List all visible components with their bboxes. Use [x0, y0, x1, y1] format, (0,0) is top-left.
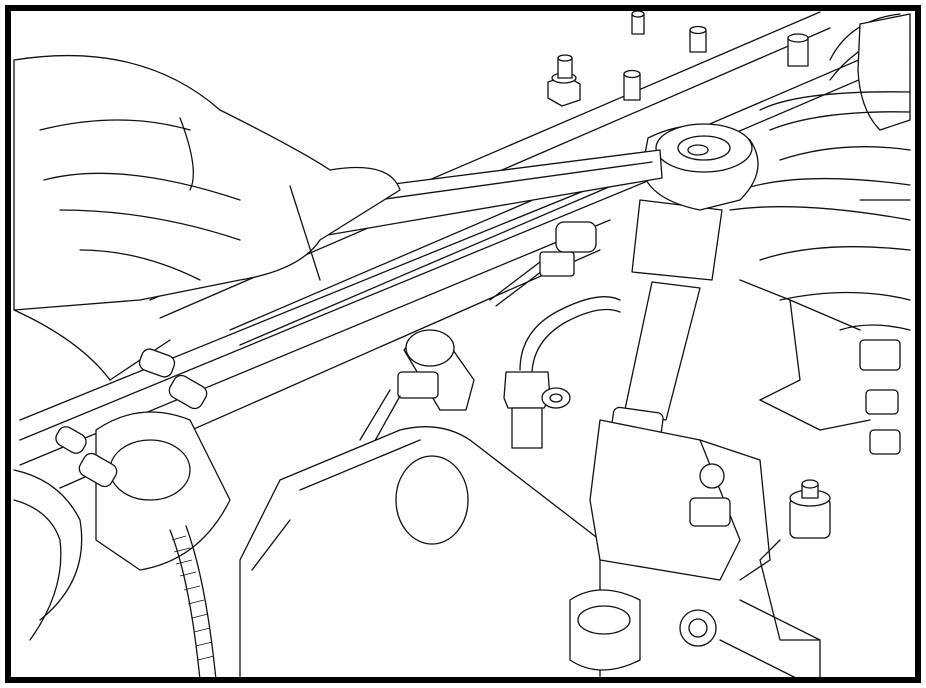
fuel-line-fitting: [503, 296, 621, 449]
pump-body: [569, 419, 821, 681]
hex-nut-4: [631, 10, 645, 35]
hex-nut-5: [787, 33, 809, 67]
hex-nut-1: [547, 54, 581, 107]
hex-nut-3: [689, 25, 707, 53]
mounting-bracket: [239, 426, 601, 681]
frame-border: [5, 5, 921, 683]
hex-nut-2: [623, 69, 641, 101]
small-connector: [489, 221, 597, 307]
valve-cover: [729, 13, 911, 455]
pulley-assembly: [13, 348, 231, 641]
cylinder-head-edge: [739, 279, 871, 431]
bolt-right: [759, 479, 831, 641]
rail-nuts: [547, 10, 809, 107]
ratchet-head: [641, 123, 759, 211]
hand: [13, 54, 401, 381]
sensor-plug: [359, 329, 475, 447]
